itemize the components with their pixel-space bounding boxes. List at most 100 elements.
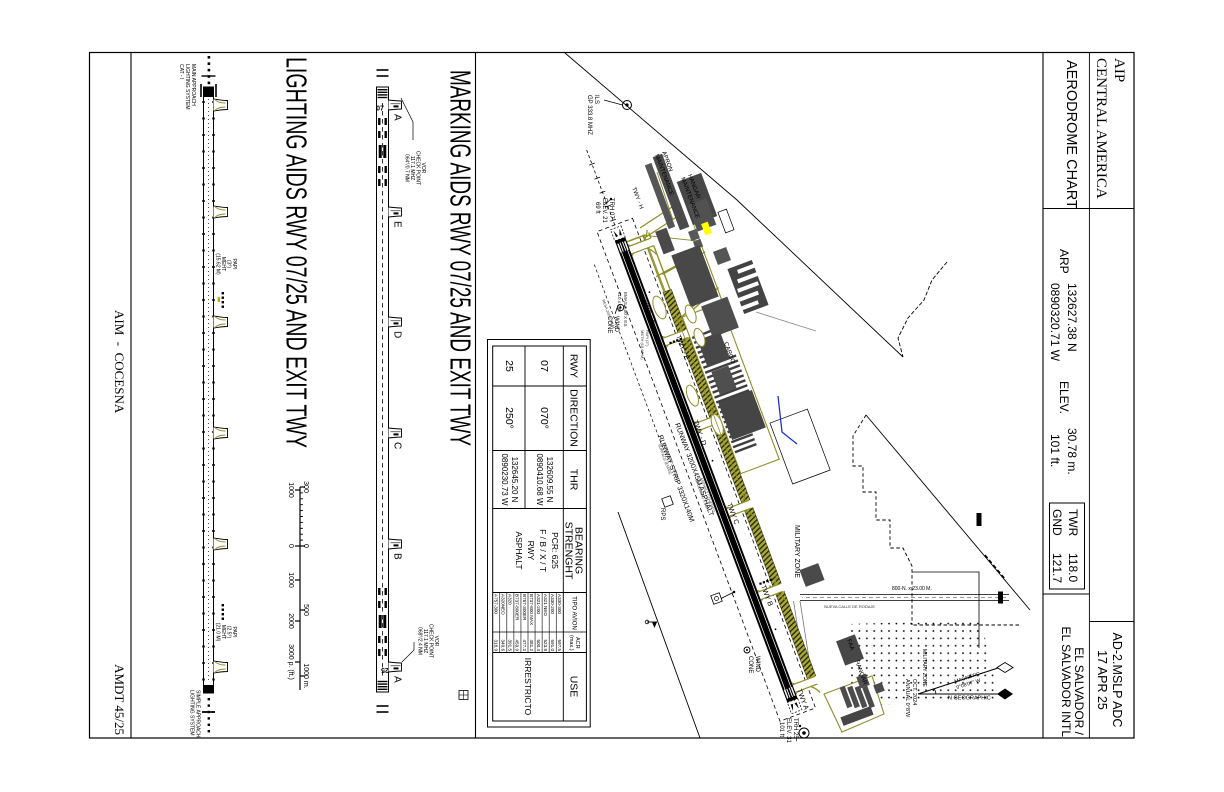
svg-text:DIRECTION: DIRECTION bbox=[568, 389, 580, 447]
svg-text:500: 500 bbox=[302, 604, 309, 616]
svg-text:PCR: 625: PCR: 625 bbox=[550, 532, 560, 569]
svg-text:E: E bbox=[392, 221, 403, 228]
svg-text:523.8: 523.8 bbox=[543, 640, 548, 652]
svg-text:RWY: RWY bbox=[526, 541, 536, 561]
svg-text:LIGHTING SYSTEM: LIGHTING SYSTEM bbox=[189, 690, 195, 736]
svg-text:A320: A320 bbox=[508, 594, 513, 605]
svg-text:VOR: VOR bbox=[420, 163, 426, 174]
svg-text:A320NEO: A320NEO bbox=[501, 594, 506, 615]
svg-text:ILS: ILS bbox=[593, 95, 599, 104]
svg-text:A330-300: A330-300 bbox=[557, 594, 562, 614]
svg-text:500.4: 500.4 bbox=[536, 640, 541, 652]
svg-text:117.1 MHZ: 117.1 MHZ bbox=[409, 156, 415, 180]
svg-text:481.2: 481.2 bbox=[529, 640, 534, 652]
svg-text:AIM - COCESNA: AIM - COCESNA bbox=[112, 310, 127, 414]
svg-text:132645.20 N: 132645.20 N bbox=[510, 457, 519, 503]
svg-text:WIND: WIND bbox=[754, 656, 760, 673]
svg-text:CHECK POINT: CHECK POINT bbox=[415, 151, 421, 185]
svg-text:THR: THR bbox=[568, 469, 580, 491]
svg-text:07: 07 bbox=[538, 360, 550, 372]
svg-text:CENTRAL AMERICA: CENTRAL AMERICA bbox=[1093, 58, 1109, 199]
svg-text:TWR: TWR bbox=[1066, 509, 1080, 537]
svg-text:ELEV.: ELEV. bbox=[1057, 381, 1071, 414]
svg-text:1000 m.: 1000 m. bbox=[302, 663, 309, 688]
svg-text:610 x 490: 610 x 490 bbox=[617, 292, 622, 312]
svg-text:250°: 250° bbox=[503, 407, 515, 429]
svg-text:ASPHALT: ASPHALT bbox=[514, 531, 524, 569]
svg-text:RWY: RWY bbox=[568, 354, 580, 378]
svg-text:TRH 07: TRH 07 bbox=[608, 198, 614, 219]
svg-text:17 APR 25: 17 APR 25 bbox=[1095, 650, 1109, 710]
svg-text:A: A bbox=[392, 676, 403, 683]
svg-text:25: 25 bbox=[381, 666, 389, 673]
svg-text:MILITARY ZONE: MILITARY ZONE bbox=[793, 525, 800, 578]
svg-text:A330-200: A330-200 bbox=[550, 594, 555, 614]
svg-text:(15.62 M): (15.62 M) bbox=[215, 253, 221, 275]
svg-text:SIMPLE APPROACH: SIMPLE APPROACH bbox=[195, 690, 201, 738]
svg-text:(max.): (max.) bbox=[568, 635, 574, 651]
svg-text:070°: 070° bbox=[538, 407, 550, 429]
svg-text:METH (15.62 M): METH (15.62 M) bbox=[640, 330, 645, 360]
svg-text:N GEOGRAPHIC: N GEOGRAPHIC bbox=[948, 696, 991, 702]
svg-text:MAIN APPROACH: MAIN APPROACH bbox=[190, 64, 196, 106]
svg-text:PAPI: PAPI bbox=[231, 626, 237, 637]
svg-text:RPS: RPS bbox=[659, 508, 665, 520]
svg-text:318.9: 318.9 bbox=[494, 640, 499, 652]
svg-text:MARKING AIDS RWY 07/25 AND EXI: MARKING AIDS RWY 07/25 AND EXIT TWY bbox=[444, 70, 476, 446]
svg-text:ELEV. 31: ELEV. 31 bbox=[785, 718, 791, 743]
svg-text:NUEVA CALLE DE RODAJE: NUEVA CALLE DE RODAJE bbox=[824, 604, 875, 609]
svg-text:117.1 MHZ: 117.1 MHZ bbox=[422, 629, 428, 653]
svg-text:VOR: VOR bbox=[433, 636, 439, 647]
svg-text:0: 0 bbox=[287, 544, 294, 548]
svg-text:PAPI: PAPI bbox=[231, 258, 237, 269]
svg-text:CAT - I: CAT - I bbox=[178, 64, 184, 79]
svg-text:(21.0 M): (21.0 M) bbox=[215, 623, 221, 642]
svg-text:AD-2.MSLP ADC: AD-2.MSLP ADC bbox=[1110, 633, 1124, 728]
svg-text:ACR: ACR bbox=[574, 637, 580, 649]
svg-text:WIND: WIND bbox=[613, 316, 619, 333]
svg-text:064°/0.7 NM: 064°/0.7 NM bbox=[404, 154, 410, 182]
svg-text:GND: GND bbox=[1050, 509, 1064, 536]
svg-text:132609.55 N: 132609.55 N bbox=[545, 457, 554, 503]
svg-text:391.5: 391.5 bbox=[508, 640, 513, 652]
svg-text:L: L bbox=[794, 737, 803, 742]
svg-text:F / B / X / T: F / B / X / T bbox=[538, 529, 548, 572]
svg-text:477.2: 477.2 bbox=[522, 640, 527, 652]
svg-text:AMDT 45/25: AMDT 45/25 bbox=[112, 664, 127, 735]
svg-text:300: 300 bbox=[302, 481, 309, 493]
svg-text:A321 NEO: A321 NEO bbox=[543, 594, 548, 616]
svg-text:597.5: 597.5 bbox=[557, 640, 562, 652]
svg-text:(2.5°): (2.5°) bbox=[226, 626, 232, 639]
svg-text:IRRESTRICTO: IRRESTRICTO bbox=[523, 658, 533, 716]
svg-text:0890410.68 W: 0890410.68 W bbox=[535, 453, 544, 505]
svg-text:132627.38 N: 132627.38 N bbox=[1065, 283, 1079, 352]
svg-text:AERODROME CHART: AERODROME CHART bbox=[1063, 60, 1079, 209]
svg-text:ELEV. 21: ELEV. 21 bbox=[601, 198, 607, 223]
svg-text:GP 333.8 MHZ: GP 333.8 MHZ bbox=[586, 95, 592, 135]
svg-text:EL SALVADOR INTL: EL SALVADOR INTL bbox=[1059, 627, 1073, 738]
svg-text:MEHT: MEHT bbox=[220, 257, 226, 271]
svg-text:69 ft: 69 ft bbox=[594, 202, 600, 214]
svg-text:CONE: CONE bbox=[747, 656, 753, 673]
svg-text:ARP: ARP bbox=[1057, 249, 1071, 274]
svg-text:1000: 1000 bbox=[287, 482, 294, 498]
svg-text:AIP: AIP bbox=[1111, 58, 1127, 82]
svg-text:121.7: 121.7 bbox=[1050, 553, 1064, 583]
svg-text:A321-200: A321-200 bbox=[536, 594, 541, 614]
svg-text:LIGHTING AIDS RWY 07/25 AND EX: LIGHTING AIDS RWY 07/25 AND EXIT TWY bbox=[280, 57, 312, 448]
svg-text:101 ft.: 101 ft. bbox=[1048, 434, 1062, 467]
svg-text:A: A bbox=[392, 114, 403, 121]
svg-text:B737-800ER: B737-800ER bbox=[515, 594, 520, 621]
svg-text:USE: USE bbox=[568, 676, 580, 698]
svg-text:LIGHTING SYSTEM: LIGHTING SYSTEM bbox=[184, 64, 190, 110]
svg-text:OCT. 2024: OCT. 2024 bbox=[911, 679, 917, 705]
svg-text:TRH 25: TRH 25 bbox=[792, 718, 798, 739]
svg-text:B737-800 MAX: B737-800 MAX bbox=[529, 594, 534, 625]
svg-text:101 ft: 101 ft bbox=[778, 722, 784, 737]
svg-text:EMAS 3.00 X 8.5: EMAS 3.00 X 8.5 bbox=[623, 292, 628, 327]
svg-text:FAA: FAA bbox=[845, 639, 855, 652]
svg-text:0: 0 bbox=[302, 544, 309, 548]
svg-text:EL SALVADOR /: EL SALVADOR / bbox=[1072, 647, 1086, 735]
svg-text:118.0: 118.0 bbox=[1066, 553, 1080, 582]
svg-text:CHECK POINT: CHECK POINT bbox=[428, 624, 434, 658]
